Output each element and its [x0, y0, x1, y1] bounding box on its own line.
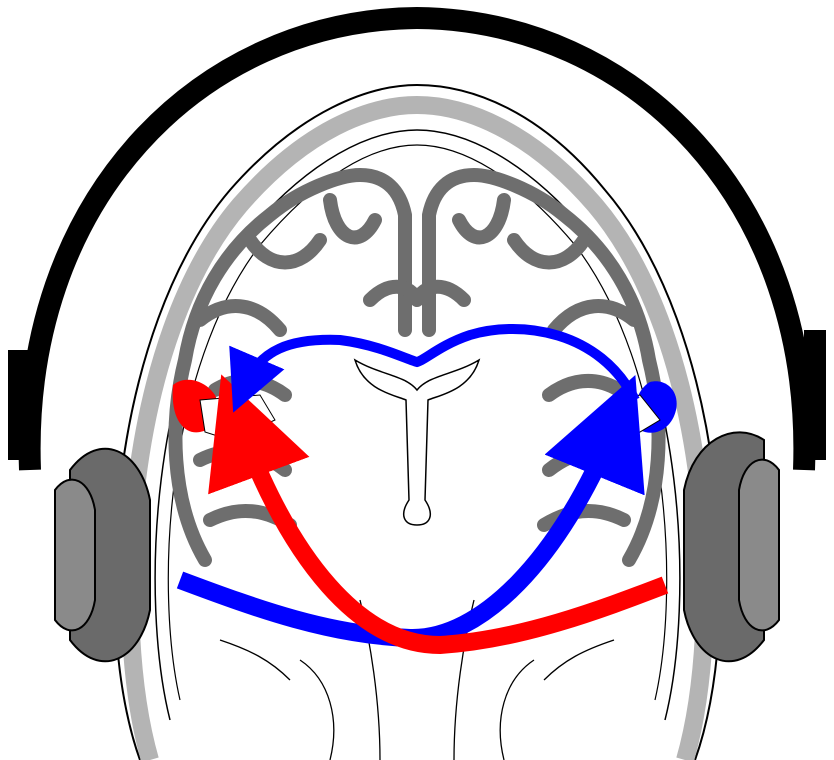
- headphone-left: [55, 449, 150, 662]
- headband-clip-right: [804, 330, 826, 460]
- headband-clip-left: [8, 350, 30, 460]
- headphone-right: [684, 432, 779, 661]
